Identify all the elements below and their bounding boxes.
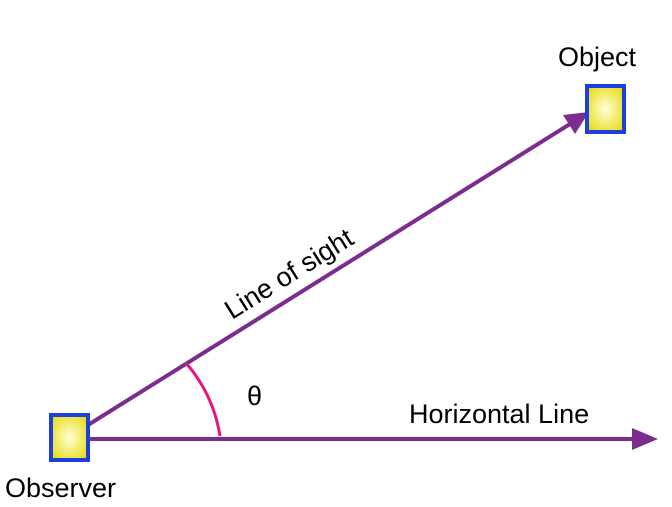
line-of-sight-arrowhead <box>563 112 589 134</box>
observer-marker <box>49 413 90 462</box>
object-label: Object <box>558 42 637 72</box>
angle-theta-arc <box>184 362 222 437</box>
horizontal-line-arrowhead <box>632 428 658 450</box>
object-marker <box>585 84 626 134</box>
theta-label: θ <box>247 381 262 411</box>
line-of-sight <box>86 122 572 427</box>
line-of-sight-label: Line of sight <box>219 222 359 325</box>
horizontal-line-label: Horizontal Line <box>409 399 589 429</box>
observer-label: Observer <box>5 473 116 503</box>
